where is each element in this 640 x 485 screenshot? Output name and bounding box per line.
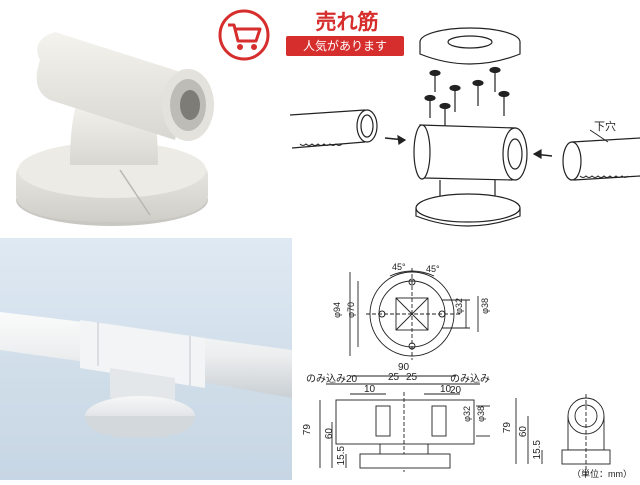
dim-outer-diameter: φ94	[332, 302, 342, 318]
badge-title: 売れ筋	[315, 11, 379, 34]
dim-pipe-38-front: φ38	[476, 406, 486, 422]
dim-half-right: 25	[406, 372, 418, 383]
front-view-drawing: 90 のみ込み20 のみ込み20 25 25 10 10 79 60 15.5 …	[300, 362, 500, 480]
exploded-diagram: 下穴	[289, 20, 640, 235]
dim-height-base: 15.5	[336, 446, 347, 466]
angle-right: 45°	[426, 264, 440, 274]
dim-half-left: 25	[388, 372, 400, 383]
hole-label: 下穴	[594, 121, 616, 133]
top-view-drawing: 45° 45° φ94 φ70 φ32 φ38	[330, 262, 500, 362]
installation-photo	[0, 238, 292, 480]
dim-height-center: 60	[324, 428, 335, 440]
dim-pipe-38: φ38	[480, 298, 490, 314]
dim-pipe-32: φ32	[454, 298, 464, 314]
badge-subtitle: 人気があります	[286, 36, 404, 56]
dim-insert-left: のみ込み20	[306, 374, 358, 385]
product-photo	[0, 0, 235, 232]
side-dim-height-base: 15.5	[532, 440, 543, 460]
angle-left: 45°	[392, 262, 406, 272]
side-view-drawing: 79 60 15.5	[500, 390, 640, 480]
dim-pipe-32-front: φ32	[462, 406, 472, 422]
screw-icon	[424, 66, 510, 126]
side-dim-height-center: 60	[518, 426, 529, 438]
shopping-cart-icon	[218, 9, 270, 61]
dim-insert-right: のみ込み20	[450, 374, 490, 396]
unit-note: （単位：mm）	[572, 469, 632, 479]
best-seller-badge: 売れ筋 人気があります	[216, 9, 408, 61]
dim-height-total: 79	[302, 424, 313, 436]
dim-inner-diameter: φ70	[346, 302, 356, 318]
dim-width-total: 90	[398, 362, 410, 373]
dim-stop-right: 10	[440, 384, 452, 395]
side-dim-height-total: 79	[502, 422, 513, 434]
dim-stop-left: 10	[364, 384, 376, 395]
